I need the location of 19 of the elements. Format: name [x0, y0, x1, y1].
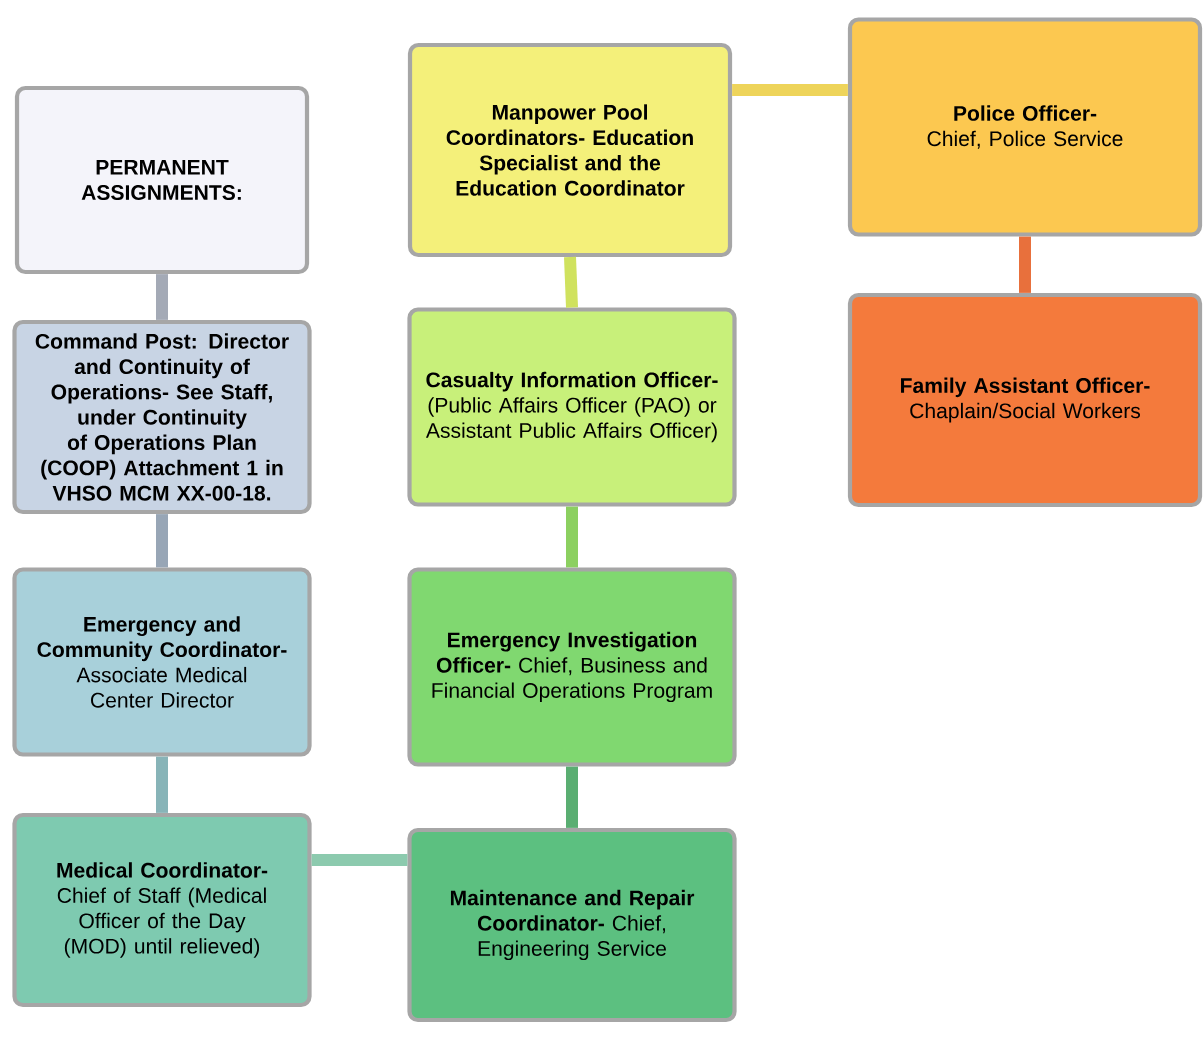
- connector: [566, 506, 578, 568]
- connector: [732, 84, 848, 96]
- connector: [564, 256, 578, 308]
- process-box: Emergency and Community Coordinator- Associate Medical Center Director: [12, 567, 312, 757]
- process-box: Family Assistant Officer- Chaplain/Social Workers: [847, 292, 1203, 508]
- connector: [566, 766, 578, 828]
- process-box: Emergency Investigation Officer- Chief, Business and Financial Operations Program: [407, 567, 737, 767]
- process-box: Command Post: Director and Continuity of Operations- See Staff, under Continuity of Operations Plan (COOP) Attachment 1 in VHSO MCM XX-00-18.: [12, 319, 312, 515]
- connector: [156, 514, 168, 568]
- process-box: Manpower Pool Coordinators- Education Specialist and the Education Coordinator: [407, 42, 733, 258]
- process-box: Casualty Information Officer- (Public Affairs Officer (PAO) or Assistant Public Affairs Officer): [407, 307, 737, 507]
- connector: [156, 756, 168, 813]
- process-box: Maintenance and Repair Coordinator- Chief, Engineering Service: [407, 827, 737, 1023]
- process-box: Police Officer- Chief, Police Service: [847, 17, 1203, 237]
- connector: [311, 854, 408, 866]
- connector: [156, 274, 168, 320]
- process-box: Medical Coordinator- Chief of Staff (Medical Officer of the Day (MOD) until relieved): [12, 812, 312, 1008]
- process-box: PERMANENT ASSIGNMENTS:: [14, 85, 310, 275]
- connector: [1019, 236, 1031, 293]
